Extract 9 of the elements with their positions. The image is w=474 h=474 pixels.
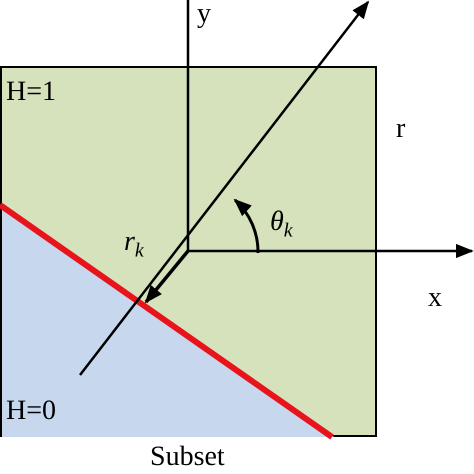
symbol-label: r$_{k}$ (124, 228, 144, 261)
caption: Subset (150, 443, 225, 471)
axis-label: y (197, 0, 211, 28)
region-area (0, 66, 377, 437)
region-label: H=1 (6, 78, 56, 106)
region-label: H=0 (6, 397, 56, 425)
axis-label: r (396, 115, 406, 143)
axis-label: x (428, 284, 442, 312)
angle-label: θ$_{k}$ (270, 208, 293, 241)
